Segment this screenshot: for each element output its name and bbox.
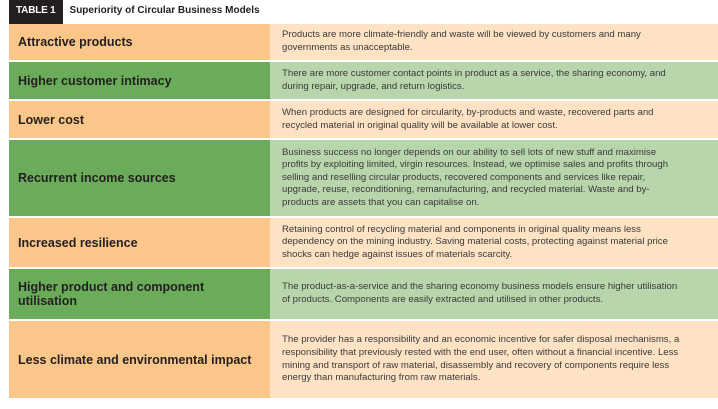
table-header: TABLE 1 Superiority of Circular Business…	[9, 0, 260, 24]
row-label: Attractive products	[9, 24, 270, 60]
table-row: Attractive products Products are more cl…	[9, 24, 718, 62]
row-label: Lower cost	[9, 101, 270, 138]
table-row: Recurrent income sources Business succes…	[9, 140, 718, 218]
row-description: The provider has a responsibility and an…	[282, 334, 680, 384]
table-row: Higher product and component utilisation…	[9, 269, 718, 321]
table-title: Superiority of Circular Business Models	[69, 4, 260, 16]
row-description: Products are more climate-friendly and w…	[282, 29, 641, 53]
table-row: Increased resilience Retaining control o…	[9, 218, 718, 269]
row-description: When products are designed for circulari…	[282, 106, 654, 131]
row-description: Retaining control of recycling material …	[282, 223, 668, 260]
table-row: Less climate and environmental impact Th…	[9, 321, 718, 398]
row-label: Higher product and component utilisation	[9, 269, 270, 319]
row-label: Increased resilience	[9, 218, 270, 267]
row-label: Higher customer intimacy	[9, 62, 270, 99]
row-description: The product-as-a-service and the sharing…	[282, 281, 678, 305]
row-description: Business success no longer depends on ou…	[282, 146, 669, 208]
table-row: Lower cost When products are designed fo…	[9, 101, 718, 140]
row-label: Recurrent income sources	[9, 140, 270, 216]
table-row: Higher customer intimacy There are more …	[9, 62, 718, 101]
benefits-table: Attractive products Products are more cl…	[9, 24, 718, 398]
row-description: There are more customer contact points i…	[282, 67, 666, 92]
row-label: Less climate and environmental impact	[9, 321, 270, 398]
table-number-badge: TABLE 1	[9, 0, 63, 24]
